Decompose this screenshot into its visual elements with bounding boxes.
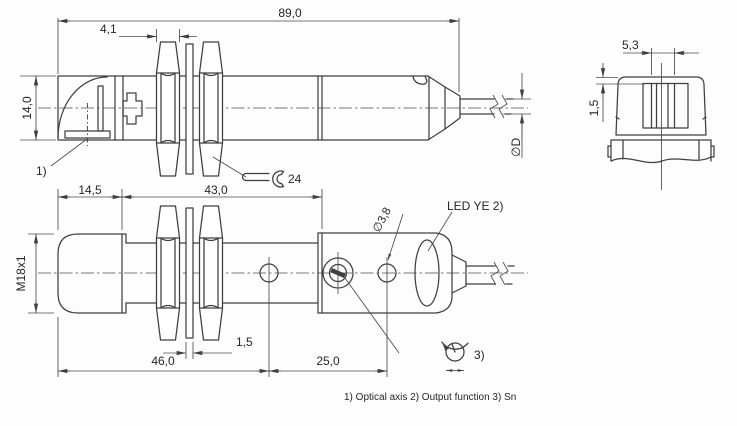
dim-length-25: 25,0 xyxy=(269,354,387,374)
cable-break-symbol xyxy=(489,94,508,119)
front-slot-lines xyxy=(650,82,676,129)
svg-text:46,0: 46,0 xyxy=(151,354,175,368)
hole-diameter-label: ∅3,8 xyxy=(371,206,394,235)
dim-length-46: 46,0 xyxy=(57,317,269,377)
svg-text:5,3: 5,3 xyxy=(622,38,639,52)
front-flange xyxy=(607,139,715,162)
dim-thread-size: M18x1 xyxy=(14,233,54,314)
note-3-label: 3) xyxy=(474,348,485,362)
end-view: 5,3 1,5 xyxy=(587,38,715,190)
dim-housing-height: 14,0 xyxy=(20,75,56,141)
washer xyxy=(185,207,194,339)
led-label: LED YE 2) xyxy=(447,199,503,213)
cable-gland-cone xyxy=(451,254,467,294)
plan-view: ∅3,8 LED YE 2) 3) M18x1 14,5 xyxy=(14,183,528,377)
break-line xyxy=(610,156,712,164)
cable xyxy=(459,98,514,115)
svg-text:M18x1: M18x1 xyxy=(14,255,28,291)
dim-cable-diameter: ∅D xyxy=(503,73,531,158)
hex-nut xyxy=(155,205,181,341)
lens-detail xyxy=(414,239,440,307)
cable xyxy=(465,265,515,285)
svg-text:1,5: 1,5 xyxy=(236,335,253,349)
head-arc xyxy=(57,76,108,139)
dim-head-length: 14,5 xyxy=(57,183,123,230)
svg-text:43,0: 43,0 xyxy=(204,183,228,197)
svg-text:14,0: 14,0 xyxy=(20,96,34,120)
footnote-caption: 1) Optical axis 2) Output function 3) Sn xyxy=(344,392,516,403)
dim-washer-thickness: 1,5 xyxy=(163,335,253,359)
dim-overall-length: 89,0 xyxy=(57,6,460,92)
hole-dia-leader xyxy=(387,213,404,261)
dim-slot-offset: 1,5 xyxy=(587,63,645,122)
led-leader xyxy=(427,211,453,252)
washer xyxy=(185,43,194,175)
wrench-size-label: 24 xyxy=(288,172,302,186)
dim-slot-width: 5,3 xyxy=(622,38,699,75)
hex-nut xyxy=(155,41,181,177)
note-1-label: 1) xyxy=(36,164,47,178)
side-view: 89,0 4,1 14,0 ∅D 1) xyxy=(20,6,531,188)
snap-hook-detail xyxy=(412,75,428,85)
hex-nut xyxy=(198,41,224,177)
note1-leader xyxy=(50,138,88,167)
potentiometer-adjuster xyxy=(322,252,354,294)
svg-text:1,5: 1,5 xyxy=(587,99,601,116)
svg-text:14,5: 14,5 xyxy=(78,183,102,197)
potentiometer-icon xyxy=(441,341,469,372)
svg-text:25,0: 25,0 xyxy=(316,354,340,368)
cable-break-symbol xyxy=(490,261,509,286)
wrench-icon xyxy=(212,156,285,188)
head-slot xyxy=(97,85,104,132)
hex-nut xyxy=(198,205,224,341)
pot-leader xyxy=(344,277,400,354)
dim-thread-length: 43,0 xyxy=(122,183,323,229)
svg-text:∅D: ∅D xyxy=(509,138,523,157)
svg-text:89,0: 89,0 xyxy=(278,6,302,20)
svg-text:4,1: 4,1 xyxy=(100,22,117,36)
dim-nut-thickness: 4,1 xyxy=(100,22,197,42)
front-window xyxy=(642,82,689,129)
adjuster-cross-detail xyxy=(122,92,143,125)
